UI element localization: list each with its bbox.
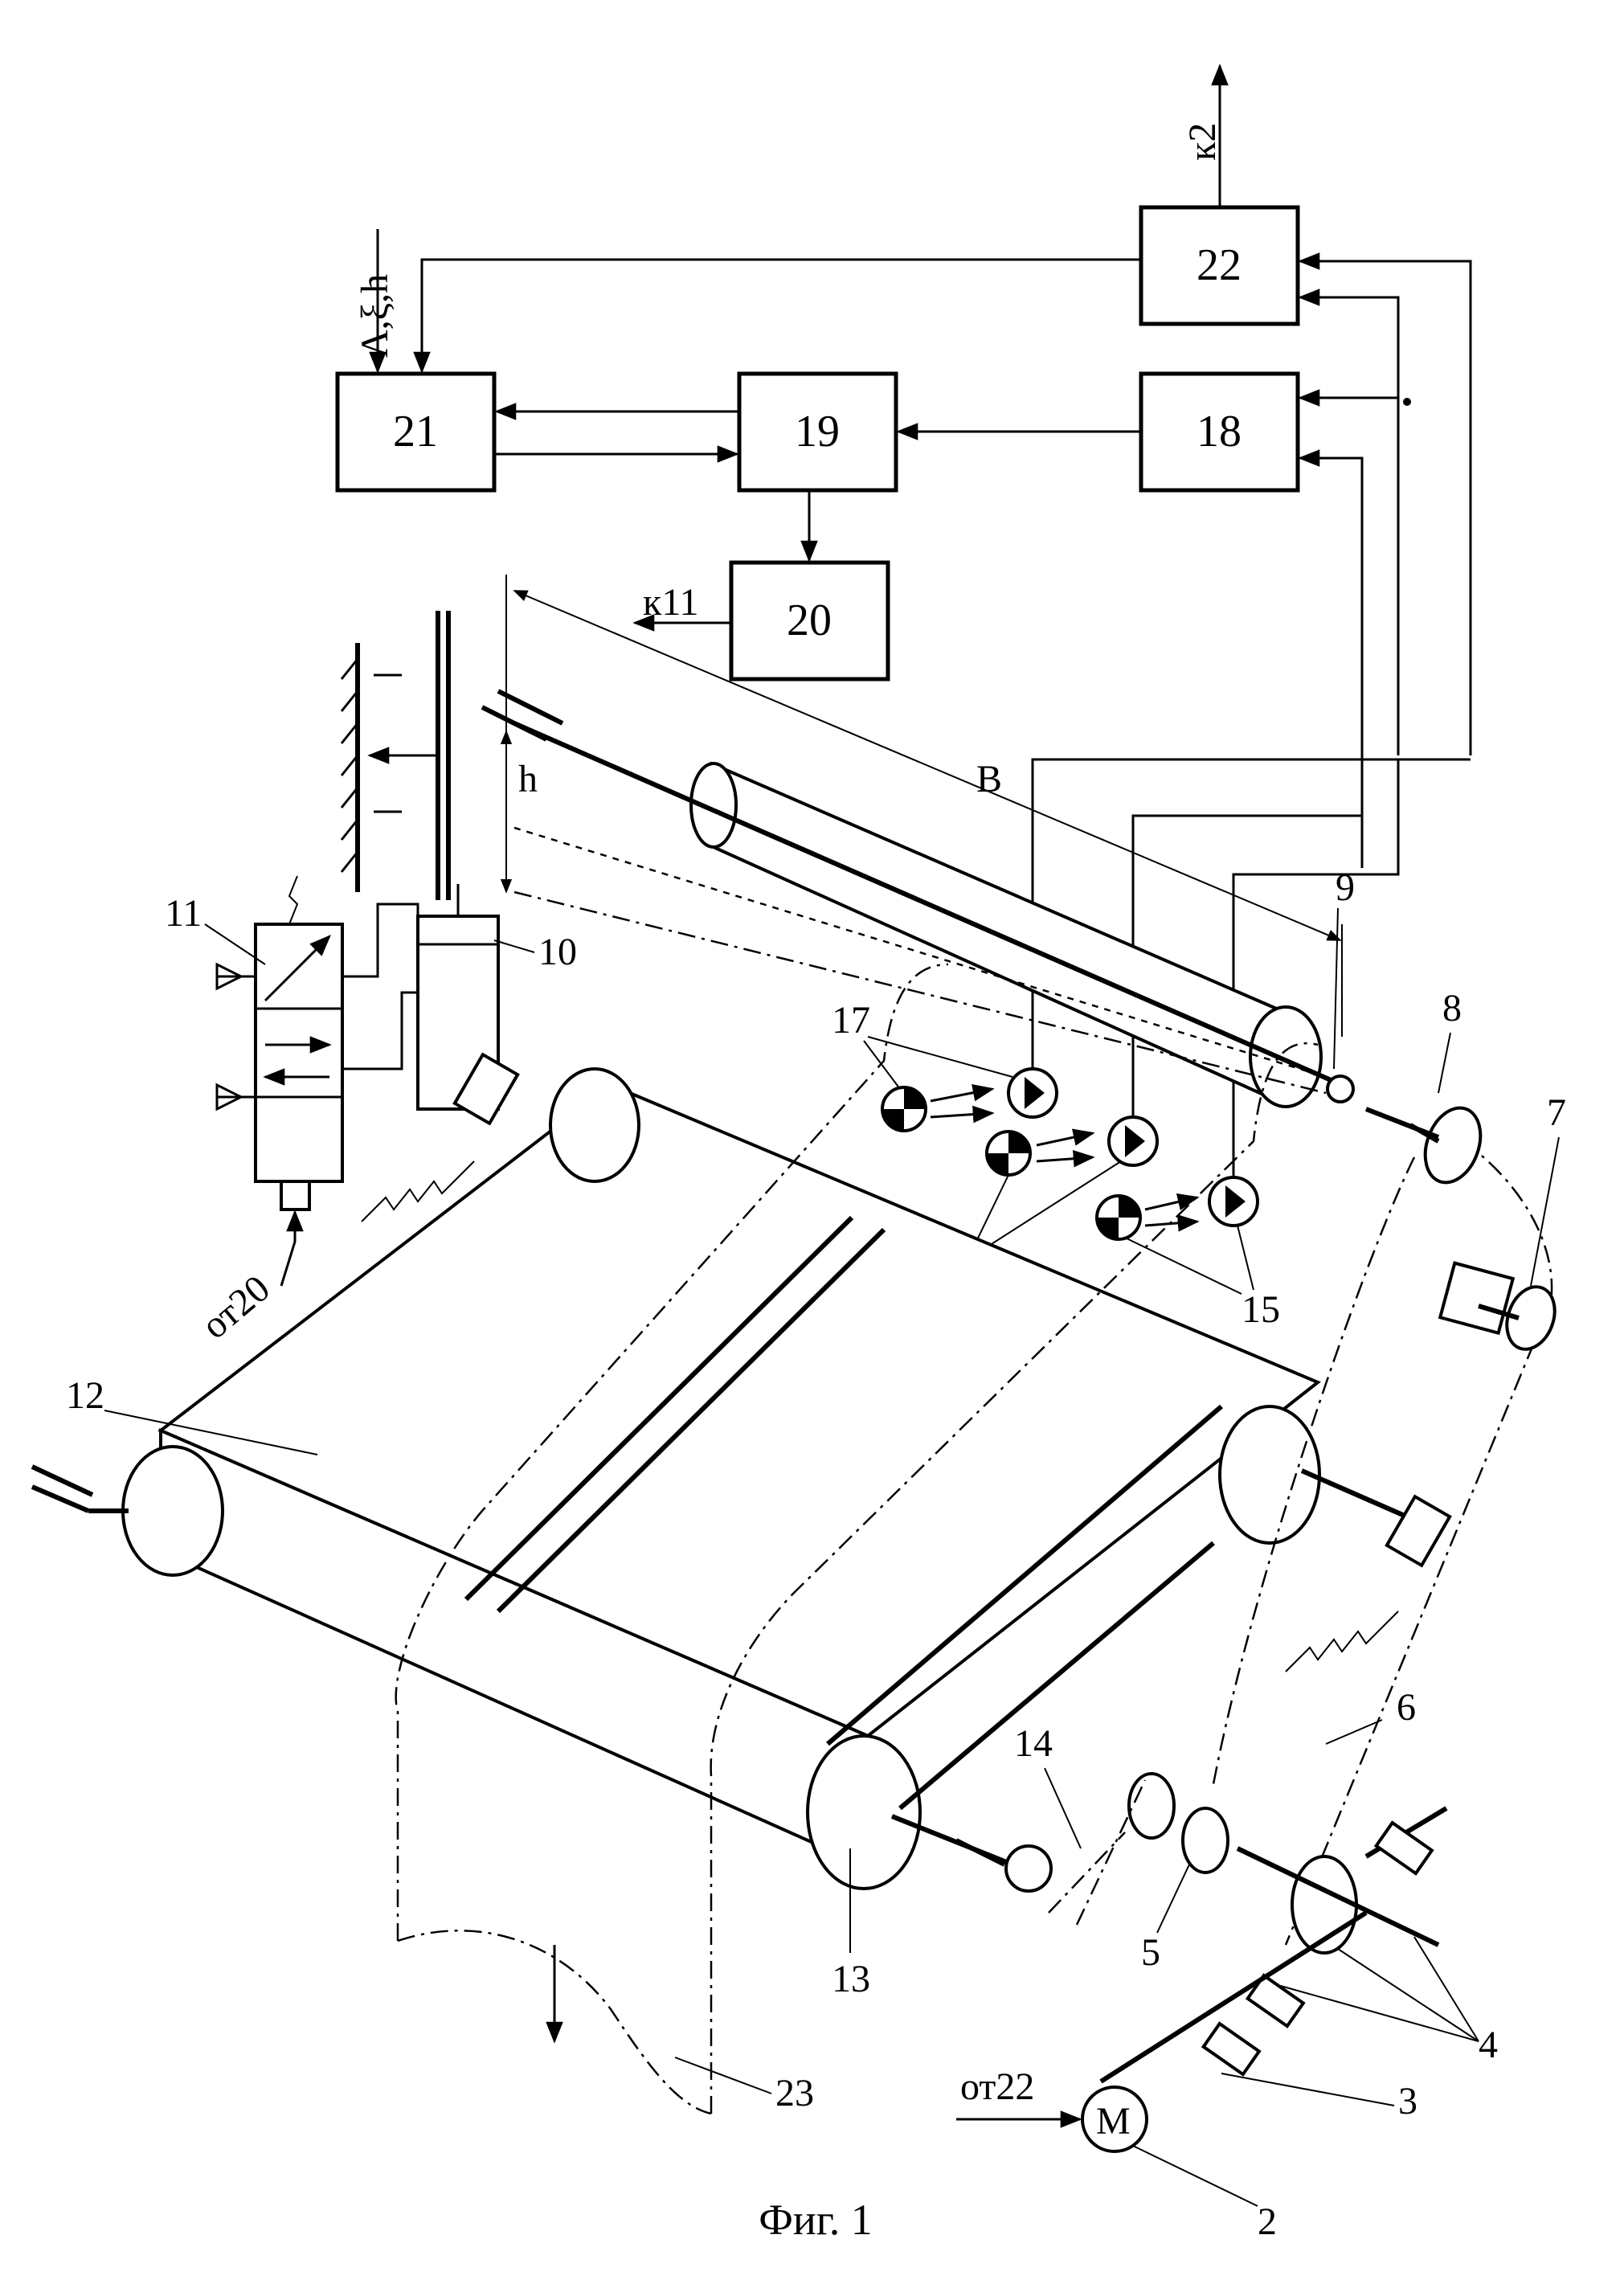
hydraulic-drive — [217, 611, 498, 1286]
press-roller — [482, 691, 1353, 1107]
part-15: 15 — [1242, 1288, 1280, 1331]
block-21: 21 — [337, 374, 494, 490]
svg-text:21: 21 — [393, 407, 438, 456]
label-k11: к11 — [643, 581, 699, 624]
figure-caption: Фиг. 1 — [759, 2196, 873, 2244]
signal-links — [378, 66, 1471, 1181]
part-7: 7 — [1547, 1091, 1566, 1134]
motor-symbol: M — [1096, 2100, 1131, 2143]
svg-text:22: 22 — [1197, 240, 1242, 290]
label-k2: к2 — [1181, 123, 1224, 161]
part-23: 23 — [775, 2072, 814, 2114]
label-from22: от22 — [960, 2065, 1034, 2108]
spring-right — [1286, 1611, 1398, 1672]
part-10: 10 — [538, 931, 577, 973]
part-5: 5 — [1141, 1931, 1160, 1974]
block-20: 20 — [731, 563, 888, 679]
part-8: 8 — [1442, 987, 1462, 1029]
drive-train: M — [956, 1100, 1563, 2151]
part-4: 4 — [1479, 2024, 1498, 2066]
part-13: 13 — [832, 1958, 870, 2000]
label-B: B — [976, 758, 1002, 800]
part-17: 17 — [832, 999, 870, 1042]
svg-text:19: 19 — [795, 407, 840, 456]
block-22: 22 — [1141, 207, 1298, 324]
part-2: 2 — [1258, 2200, 1277, 2243]
label-AEh: A,ξ,h — [354, 274, 396, 358]
label-from20: от20 — [194, 1267, 278, 1347]
block-19: 19 — [739, 374, 896, 490]
part-3: 3 — [1398, 2080, 1417, 2122]
part-14: 14 — [1014, 1722, 1053, 1765]
part-6: 6 — [1397, 1686, 1416, 1729]
block-18: 18 — [1141, 374, 1298, 490]
svg-text:20: 20 — [787, 596, 832, 645]
sensor-pairs — [882, 1069, 1258, 1239]
part-9: 9 — [1336, 866, 1355, 909]
part-12: 12 — [66, 1374, 104, 1417]
part-11: 11 — [165, 892, 202, 935]
svg-text:18: 18 — [1197, 407, 1242, 456]
label-h: h — [518, 758, 538, 800]
